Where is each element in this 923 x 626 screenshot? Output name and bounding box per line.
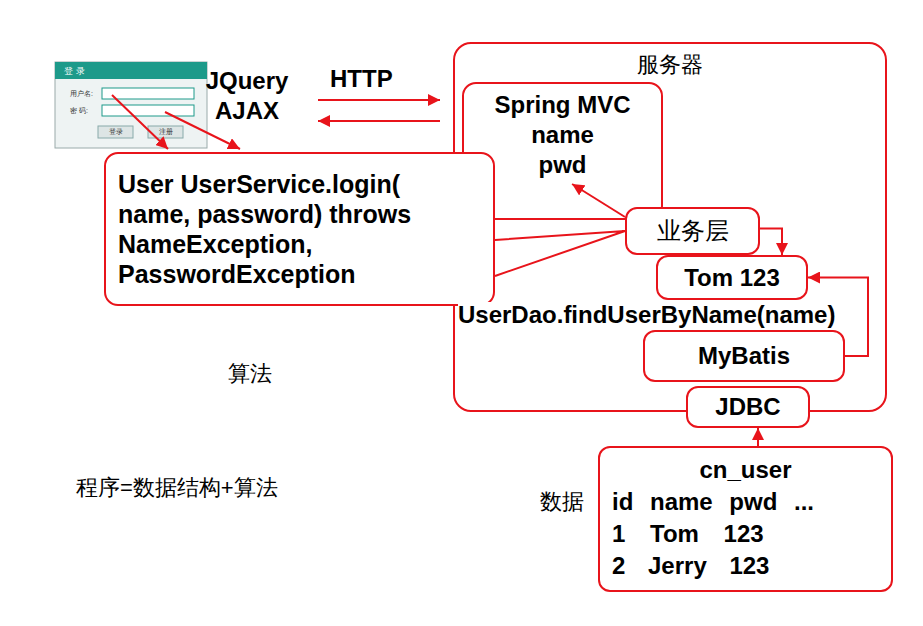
flow-arrow — [572, 184, 625, 217]
box-text: pwd — [539, 150, 587, 180]
method-label: UserDao.findUserByName(name) — [458, 302, 835, 328]
flow-arrow — [760, 229, 782, 255]
input-field — [102, 105, 194, 116]
driver-box: JDBC — [686, 386, 810, 428]
field-label: 密 码: — [70, 106, 88, 116]
method-signature: User UserService.login( name, password) … — [118, 169, 415, 289]
table-cell: id name pwd ... — [612, 486, 879, 518]
flow-arrow — [757, 428, 759, 446]
dialog-title: 登 录 — [64, 65, 85, 77]
box-text: Tom 123 — [684, 263, 780, 293]
protocol-label: HTTP — [330, 64, 393, 94]
note-label: 算法 — [228, 360, 272, 388]
box-text: 业务层 — [657, 216, 729, 246]
login-dialog — [55, 62, 207, 148]
button-label: 注册 — [148, 127, 183, 137]
field-label: 用户名: — [70, 89, 93, 99]
callout-pointer — [495, 231, 625, 276]
response-arrow — [318, 120, 440, 122]
dialog-button — [148, 126, 183, 138]
callout-box: User UserService.login( name, password) … — [104, 152, 495, 306]
box-text: JDBC — [715, 392, 780, 422]
box-text: MyBatis — [698, 341, 790, 371]
box-text: name — [531, 120, 594, 150]
protocol-label: JQuery AJAX — [195, 66, 299, 126]
box-title: 服务器 — [637, 50, 703, 80]
request-arrow — [318, 99, 440, 101]
table-cell: 2 Jerry 123 — [612, 550, 879, 582]
formula-label: 程序=数据结构+算法 — [76, 474, 278, 502]
button-label: 登录 — [98, 127, 133, 137]
dialog-frame — [55, 62, 207, 148]
dialog-header — [55, 62, 207, 79]
table-cell: 1 Tom 123 — [612, 518, 879, 550]
note-label: 数据 — [540, 488, 584, 516]
table-box: cn_userid name pwd ...1 Tom 1232 Jerry 1… — [598, 446, 893, 592]
table-cell: cn_user — [612, 454, 879, 486]
dialog-button — [98, 126, 133, 138]
layer-box: 业务层 — [625, 207, 760, 255]
leader-line — [112, 95, 168, 149]
framework-box: MyBatis — [643, 330, 845, 382]
box-text: Spring MVC — [495, 90, 631, 120]
server-box: 服务器Spring MVCnamepwd 业务层 Tom 123MyBatis — [453, 42, 887, 412]
record-box: Tom 123 — [656, 255, 808, 300]
